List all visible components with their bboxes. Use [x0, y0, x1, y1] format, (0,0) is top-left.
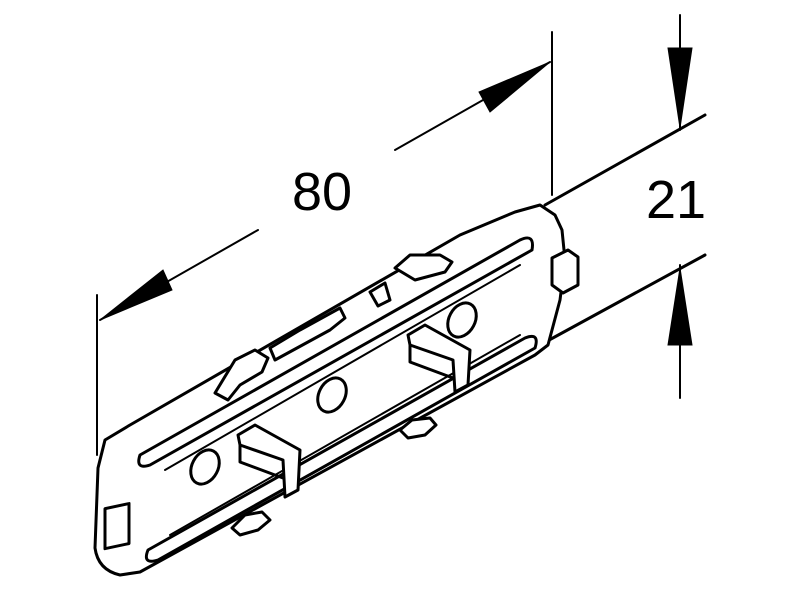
- tab-right: [406, 323, 472, 394]
- clip-middle: [268, 306, 347, 362]
- clip-notch: [368, 281, 392, 308]
- connector-body: [93, 203, 580, 577]
- arrowhead-right: [478, 61, 551, 113]
- top-rib: [137, 236, 534, 468]
- tab-right-face: [408, 343, 455, 380]
- face-line: [164, 264, 521, 471]
- hole-2: [316, 376, 348, 414]
- hole-3: [446, 301, 478, 339]
- arrowhead-up: [667, 267, 693, 346]
- clip-right: [393, 253, 454, 282]
- tab-left-face: [238, 443, 285, 480]
- bottom-rib: [144, 334, 538, 563]
- arrowhead-left: [99, 269, 173, 321]
- clip-bottom-right: [398, 416, 438, 440]
- height-dimension: 21: [646, 14, 706, 399]
- main-plate: [93, 203, 567, 577]
- length-label: 80: [292, 162, 352, 222]
- length-dimension: 80: [96, 31, 553, 456]
- arrowhead-down: [667, 47, 693, 129]
- height-label: 21: [646, 170, 706, 230]
- clip-left: [213, 348, 270, 402]
- tab-left: [236, 423, 302, 499]
- rail-outline: [538, 113, 707, 347]
- end-tab-right: [550, 248, 580, 295]
- end-tab-left: [103, 502, 131, 551]
- hole-1: [189, 448, 221, 486]
- clip-bottom-left: [230, 510, 272, 537]
